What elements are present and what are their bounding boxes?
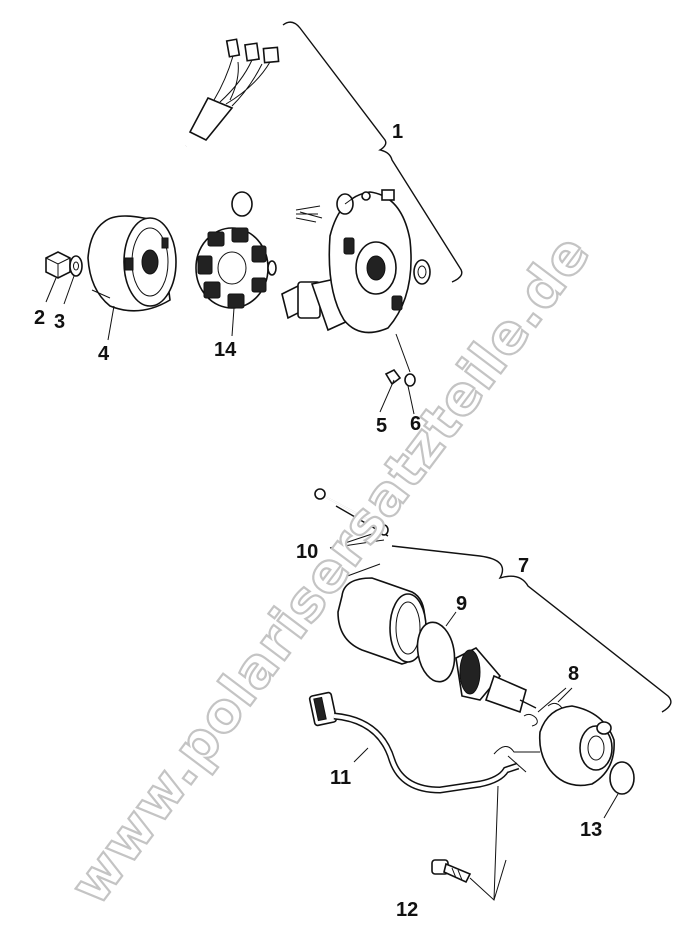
stator-base-plate xyxy=(328,189,431,334)
starter-yoke xyxy=(337,563,427,665)
part-11-cable xyxy=(308,691,540,794)
leader-3 xyxy=(63,275,75,305)
callout-4: 4 xyxy=(98,343,110,365)
callout-11: 11 xyxy=(330,767,351,789)
callout-7: 7 xyxy=(518,555,529,577)
harness-grommet xyxy=(231,191,253,217)
leader-11 xyxy=(353,747,369,763)
callout-12: 12 xyxy=(396,899,418,921)
part-13-o-ring xyxy=(609,761,635,795)
part-5-6-screw-washer xyxy=(379,333,416,415)
callout-3: 3 xyxy=(54,311,65,333)
part-14-stator xyxy=(195,227,277,309)
callout-9: 9 xyxy=(456,593,467,615)
callout-14: 14 xyxy=(214,339,237,361)
callout-13: 13 xyxy=(580,819,602,841)
callout-5: 5 xyxy=(376,415,387,437)
part-3-washer xyxy=(69,255,83,277)
bracket-part-1 xyxy=(282,21,463,283)
callout-6: 6 xyxy=(410,413,421,435)
callout-2: 2 xyxy=(34,307,45,329)
leader-9 xyxy=(445,611,457,627)
leader-4 xyxy=(107,305,115,341)
part-9-o-ring xyxy=(416,621,456,683)
part-2-nut xyxy=(45,251,71,279)
callout-1: 1 xyxy=(392,121,403,143)
leader-2 xyxy=(45,277,57,303)
harness-connectors xyxy=(213,38,280,107)
leader-13 xyxy=(603,793,619,819)
part-10-through-bolts xyxy=(314,488,389,549)
stator-assembly-group xyxy=(45,21,463,415)
callout-labels: 1 2 3 4 5 6 7 8 9 10 11 12 13 14 xyxy=(34,121,602,921)
leader-14 xyxy=(231,307,235,337)
starter-assembly-group xyxy=(308,488,672,901)
callout-10: 10 xyxy=(296,541,318,563)
starter-end-cover xyxy=(538,705,615,787)
part-12-bolt xyxy=(431,785,507,901)
bracket-part-7 xyxy=(391,545,672,713)
callout-8: 8 xyxy=(568,663,579,685)
armature xyxy=(455,647,537,714)
harness-sleeve xyxy=(188,96,234,142)
part-4-flywheel xyxy=(87,215,177,312)
